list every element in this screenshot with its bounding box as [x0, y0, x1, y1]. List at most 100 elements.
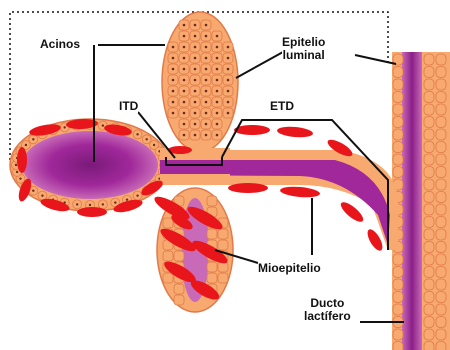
epithelial-cell — [424, 292, 434, 303]
epithelial-cell — [436, 204, 446, 215]
epithelial-cell — [436, 79, 446, 90]
label-etd: ETD — [270, 100, 294, 113]
cell-nucleus — [102, 124, 104, 126]
cell-nucleus — [172, 68, 175, 71]
epithelial-cell — [393, 279, 403, 290]
cell-nucleus — [183, 68, 186, 71]
cell-nucleus — [136, 133, 138, 135]
cell-nucleus — [136, 194, 138, 196]
upper-acinus — [162, 12, 238, 152]
cell-nucleus — [153, 144, 155, 146]
cell-nucleus — [205, 134, 208, 137]
epithelial-cell — [436, 279, 446, 290]
cell-nucleus — [194, 134, 197, 137]
cell-nucleus — [205, 46, 208, 49]
epithelial-cell — [424, 329, 434, 340]
cell-nucleus — [216, 46, 219, 49]
epithelial-cell — [436, 129, 446, 140]
epithelial-cell — [393, 304, 403, 315]
cell-nucleus — [15, 164, 17, 166]
cell-nucleus — [183, 123, 186, 126]
cell-nucleus — [216, 35, 219, 38]
label-epitelio-luminal: Epitelio luminal — [282, 36, 325, 62]
epithelial-cell — [424, 217, 434, 228]
epithelial-cell — [436, 342, 446, 350]
epithelial-cell — [436, 242, 446, 253]
lactiferous-duct — [392, 52, 450, 350]
cell-nucleus — [172, 79, 175, 82]
epithelial-cell — [436, 229, 446, 240]
cell-nucleus — [205, 24, 208, 27]
cell-nucleus — [194, 57, 197, 60]
epithelial-cell — [207, 262, 217, 272]
cell-nucleus — [194, 24, 197, 27]
epithelial-cell — [436, 92, 446, 103]
cell-nucleus — [145, 138, 147, 140]
epithelial-cell — [174, 295, 184, 305]
epithelial-cell — [207, 229, 217, 239]
epithelial-cell — [393, 167, 403, 178]
cell-nucleus — [227, 90, 230, 93]
epithelial-cell — [436, 304, 446, 315]
epithelial-cell — [436, 267, 446, 278]
cell-nucleus — [172, 90, 175, 93]
cell-nucleus — [194, 112, 197, 115]
cell-nucleus — [205, 35, 208, 38]
epithelial-cell — [393, 117, 403, 128]
epithelial-cell — [207, 196, 217, 206]
cell-nucleus — [172, 112, 175, 115]
epithelial-cell — [393, 92, 403, 103]
cell-nucleus — [216, 134, 219, 137]
cell-nucleus — [183, 79, 186, 82]
label-mioepitelio: Mioepitelio — [258, 262, 321, 275]
epithelial-cell — [393, 254, 403, 265]
cell-nucleus — [32, 190, 34, 192]
cell-nucleus — [41, 194, 43, 196]
epithelial-cell — [424, 92, 434, 103]
cell-nucleus — [194, 101, 197, 104]
epithelial-cell — [218, 229, 228, 239]
epitelio-leader — [236, 52, 283, 78]
epithelial-cell — [424, 254, 434, 265]
epithelial-cell — [163, 251, 173, 261]
cell-nucleus — [205, 57, 208, 60]
cell-nucleus — [205, 79, 208, 82]
epithelial-cell — [436, 142, 446, 153]
myoepithelial-cell — [228, 183, 268, 193]
epithelial-cell — [393, 129, 403, 140]
epithelial-cell — [424, 117, 434, 128]
epithelial-cell — [424, 229, 434, 240]
epithelial-cell — [436, 154, 446, 165]
epithelial-cell — [436, 104, 446, 115]
cell-nucleus — [194, 46, 197, 49]
epithelial-cell — [436, 217, 446, 228]
cell-nucleus — [216, 68, 219, 71]
cell-nucleus — [172, 101, 175, 104]
epithelial-cell — [393, 342, 403, 350]
cell-nucleus — [205, 68, 208, 71]
epithelial-cell — [393, 79, 403, 90]
epithelial-cell — [424, 304, 434, 315]
epithelial-cell — [436, 254, 446, 265]
cell-nucleus — [172, 57, 175, 60]
epithelial-cell — [424, 129, 434, 140]
label-itd: ITD — [119, 100, 138, 113]
myoepithelial-cell — [277, 125, 314, 138]
epithelial-cell — [424, 154, 434, 165]
cell-nucleus — [216, 57, 219, 60]
cell-nucleus — [183, 35, 186, 38]
cell-nucleus — [32, 138, 34, 140]
epithelial-cell — [424, 167, 434, 178]
epithelial-cell — [424, 104, 434, 115]
cell-nucleus — [183, 134, 186, 137]
epithelial-cell — [393, 104, 403, 115]
myoepithelial-cell — [280, 185, 321, 198]
cell-nucleus — [194, 68, 197, 71]
cell-nucleus — [25, 144, 27, 146]
cell-nucleus — [183, 101, 186, 104]
cell-nucleus — [19, 177, 21, 179]
epithelial-cell — [436, 167, 446, 178]
epithelial-cell — [174, 284, 184, 294]
cell-nucleus — [216, 79, 219, 82]
